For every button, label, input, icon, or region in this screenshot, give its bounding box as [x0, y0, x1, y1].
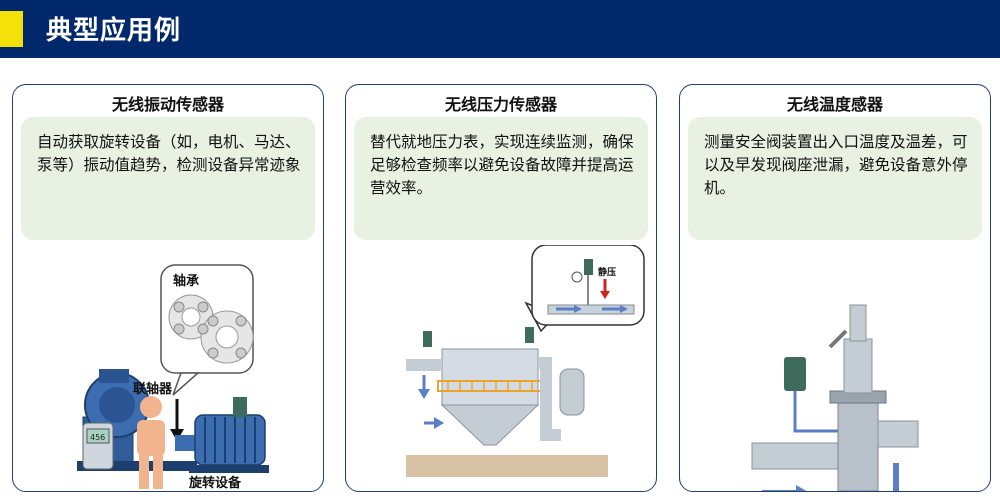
- coupling-label: 联轴器: [133, 381, 173, 397]
- handheld-meter: 456: [82, 422, 114, 470]
- person-figure: [137, 396, 165, 489]
- page-title: 典型应用例: [46, 16, 182, 46]
- meter-readout: 456: [90, 433, 105, 442]
- motor: [175, 397, 269, 473]
- temperature-illustration: [751, 304, 919, 491]
- card-description: 自动获取旋转设备（如，电机、马达、泵等）振动值趋势，检测设备异常迹象: [21, 117, 315, 240]
- pressure-callout: 静压: [524, 245, 645, 333]
- card-title: 无线压力传感器: [444, 95, 557, 114]
- bearing-label: 轴承: [173, 273, 199, 289]
- bearing-callout: 轴承: [160, 264, 254, 396]
- static-pressure-label: 静压: [598, 266, 616, 278]
- card-vibration-sensor: 无线振动传感器 自动获取旋转设备（如，电机、马达、泵等）振动值趋势，检测设备异常…: [12, 84, 324, 492]
- rotating-equipment-label: 旋转设备: [188, 475, 242, 491]
- card-pressure-sensor: 无线压力传感器 替代就地压力表，实现连续监测，确保足够检查频率以避免设备故障并提…: [345, 84, 657, 492]
- card-title: 无线温度感器: [786, 95, 883, 114]
- header-accent-bar: [0, 11, 23, 47]
- card-description: 替代就地压力表，实现连续监测，确保足够检查频率以避免设备故障并提高运营效率。: [354, 117, 648, 240]
- baghouse-structure: [406, 327, 608, 477]
- pressure-illustration: 静压: [406, 245, 645, 477]
- vibration-illustration: 轴承 456: [77, 264, 269, 491]
- card-title: 无线振动传感器: [111, 95, 224, 114]
- safety-valve: [751, 304, 919, 491]
- header-banner: 典型应用例: [0, 0, 1000, 58]
- card-description: 测量安全阀装置出入口温度及温差，可以及早发现阀座泄漏，避免设备意外停机。: [688, 117, 982, 240]
- card-temperature-sensor: 无线温度感器 测量安全阀装置出入口温度及温差，可以及早发现阀座泄漏，避免设备意外…: [679, 84, 991, 492]
